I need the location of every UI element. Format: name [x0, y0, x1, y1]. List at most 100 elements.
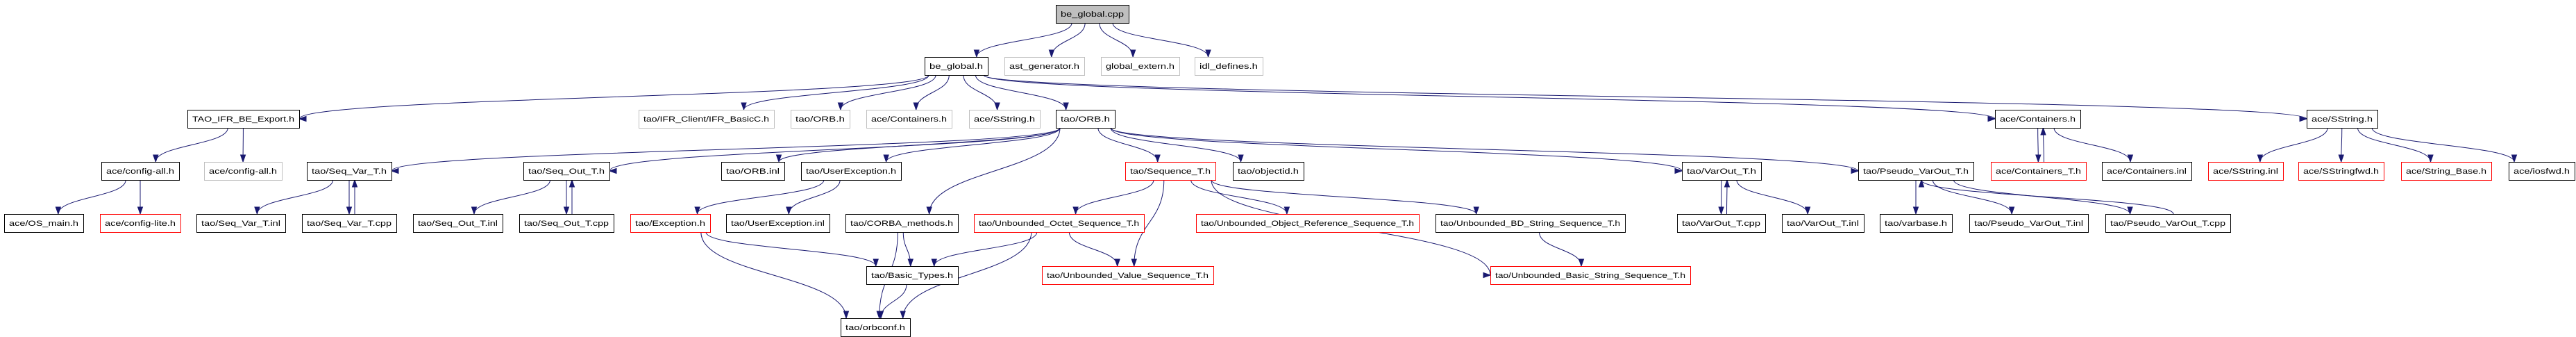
node-label: ace/Containers.h	[871, 115, 947, 124]
node-tao-userexception-h[interactable]: tao/UserException.h	[801, 162, 902, 181]
node-tao-orb-inl[interactable]: tao/ORB.inl	[721, 162, 785, 181]
node-ace-string-base-h[interactable]: ace/String_Base.h	[2401, 162, 2492, 181]
node-tao-varbase-h[interactable]: tao/varbase.h	[1880, 214, 1953, 233]
edge-tao-exception-h-to-tao-orbconf-h	[700, 231, 847, 319]
node-tao-corba-methods-h[interactable]: tao/CORBA_methods.h	[845, 214, 959, 233]
edge-tao-unbounded-octet-sequence-t-h-to-tao-orbconf-h	[902, 231, 1032, 319]
node-tao-seq-out-t-h[interactable]: tao/Seq_Out_T.h	[523, 162, 610, 181]
edge-tao-pseudo-varout-t-h-to-tao-pseudo-varout-t-cpp	[1953, 179, 2131, 215]
edge-ace-config-all-h-to-ace-os-main-h	[58, 179, 126, 215]
node-tao-unbounded-basic-string-sequence-t-h[interactable]: tao/Unbounded_Basic_String_Sequence_T.h	[1490, 266, 1691, 285]
edge-be-global-h-to-ace-containers-h	[983, 74, 1996, 120]
node-ace-containers-inl[interactable]: ace/Containers.inl	[2102, 162, 2192, 181]
node-label: ace/OS_main.h	[9, 220, 78, 228]
node-be-global-cpp[interactable]: be_global.cpp	[1056, 5, 1129, 24]
node-tao-varout-t-cpp[interactable]: tao/VarOut_T.cpp	[1677, 214, 1766, 233]
node-tao-ifr-be-export-h[interactable]: TAO_IFR_BE_Export.h	[187, 110, 300, 129]
node-label: be_global.cpp	[1061, 10, 1124, 19]
node-tao-sequence-t-h[interactable]: tao/Sequence_T.h	[1125, 162, 1216, 181]
node-ace-containers-t-h[interactable]: ace/Containers_T.h	[1991, 162, 2087, 181]
node-ace-config-lite-h[interactable]: ace/config-lite.h	[100, 214, 181, 233]
edge-tao-orb-h-to-tao-userexception-h	[886, 127, 1061, 163]
node-tao-pseudo-varout-t-cpp[interactable]: tao/Pseudo_VarOut_T.cpp	[2105, 214, 2231, 233]
node-tao-seq-var-t-h[interactable]: tao/Seq_Var_T.h	[307, 162, 392, 181]
arrowhead-icon	[1851, 167, 1860, 174]
node-tao-pseudo-varout-t-inl[interactable]: tao/Pseudo_VarOut_T.inl	[1969, 214, 2089, 233]
edge-tao-userexception-h-to-tao-exception-h	[697, 179, 825, 215]
node-global-extern-h[interactable]: global_extern.h	[1101, 57, 1180, 76]
node-tao-varout-t-h[interactable]: tao/VarOut_T.h	[1682, 162, 1762, 181]
edge-be-global-h-to-ace-sstring-h	[983, 74, 2307, 120]
node-ace-config-all-h[interactable]: ace/config-all.h	[101, 162, 180, 181]
node-ace-containers-h[interactable]: ace/Containers.h	[1995, 110, 2081, 129]
edge-tao-orb-h-to-tao-pseudo-varout-t-h	[1110, 127, 1859, 172]
node-label: ace/config-all.h	[209, 167, 277, 176]
node-tao-unbounded-octet-sequence-t-h[interactable]: tao/Unbounded_Octet_Sequence_T.h	[974, 214, 1145, 233]
node-tao-seq-var-t-inl[interactable]: tao/Seq_Var_T.inl	[196, 214, 286, 233]
node-box	[1880, 214, 1953, 233]
node-label: tao/Basic_Types.h	[871, 272, 953, 280]
node-label: tao/Unbounded_Value_Sequence_T.h	[1047, 272, 1209, 280]
arrowhead-icon	[1205, 49, 1211, 58]
node-tao-seq-var-t-cpp[interactable]: tao/Seq_Var_T.cpp	[302, 214, 397, 233]
node-tao-basic-types-h[interactable]: tao/Basic_Types.h	[866, 266, 959, 285]
node-label: ace/SStringfwd.h	[2303, 167, 2379, 176]
node-ace-sstring-inl[interactable]: ace/SString.inl	[2208, 162, 2284, 181]
node-ace-sstring-h[interactable]: ace/SString.h	[2307, 110, 2378, 129]
arrowhead-icon	[1048, 49, 1055, 58]
node-be-global-h[interactable]: be_global.h	[925, 57, 988, 76]
edge-be-global-h-to-tao-orb-h	[840, 74, 936, 110]
node-ace-sstring-h[interactable]: ace/SString.h	[969, 110, 1041, 129]
node-ast-generator-h[interactable]: ast_generator.h	[1004, 57, 1085, 76]
node-tao-seq-out-t-inl[interactable]: tao/Seq_Out_T.inl	[413, 214, 503, 233]
node-idl-defines-h[interactable]: idl_defines.h	[1195, 57, 1263, 76]
edge-tao-ifr-be-export-h-to-ace-config-all-h	[155, 127, 228, 163]
arrowhead-icon	[786, 206, 792, 215]
node-ace-containers-h[interactable]: ace/Containers.h	[866, 110, 952, 129]
edge-tao-pseudo-varout-t-h-to-tao-pseudo-varout-t-inl	[1932, 179, 2012, 215]
node-box	[4, 214, 84, 233]
arrowhead-icon	[883, 154, 889, 163]
node-box	[1196, 214, 1420, 233]
edge-tao-orb-h-to-tao-orb-inl	[778, 127, 1061, 163]
node-label: tao/Pseudo_VarOut_T.inl	[1974, 220, 2083, 228]
node-label: tao/Pseudo_VarOut_T.h	[1863, 167, 1969, 176]
node-label: ace/Containers.h	[2000, 115, 2076, 124]
arrowhead-icon	[2511, 154, 2518, 163]
arrowhead-icon	[994, 102, 1000, 111]
node-tao-ifr-client-ifr-basicc-h[interactable]: tao/IFR_Client/IFR_BasicC.h	[639, 110, 775, 129]
node-tao-seq-out-t-cpp[interactable]: tao/Seq_Out_T.cpp	[519, 214, 614, 233]
node-tao-orb-h[interactable]: tao/ORB.h	[791, 110, 850, 129]
node-ace-sstringfwd-h[interactable]: ace/SStringfwd.h	[2298, 162, 2384, 181]
node-tao-unbounded-object-reference-sequence-t-h[interactable]: tao/Unbounded_Object_Reference_Sequence_…	[1196, 214, 1420, 233]
arrowhead-icon	[1473, 206, 1479, 215]
arrowhead-icon	[608, 167, 617, 174]
node-ace-os-main-h[interactable]: ace/OS_main.h	[4, 214, 84, 233]
arrowhead-icon	[2427, 154, 2434, 163]
node-tao-userexception-inl[interactable]: tao/UserException.inl	[726, 214, 830, 233]
node-label: tao/UserException.h	[806, 167, 896, 176]
edge-tao-sequence-t-h-to-tao-unbounded-object-reference-sequence-t-h	[1190, 179, 1288, 215]
node-tao-exception-h[interactable]: tao/Exception.h	[630, 214, 711, 233]
edge-be-global-cpp-to-be-global-h	[976, 22, 1072, 58]
node-tao-orbconf-h[interactable]: tao/orbconf.h	[841, 318, 911, 337]
arrowhead-icon	[694, 206, 700, 215]
arrowhead-icon	[1912, 206, 1919, 215]
node-label: tao/Seq_Out_T.h	[528, 167, 605, 176]
arrowhead-icon	[1918, 179, 1925, 188]
node-tao-unbounded-value-sequence-t-h[interactable]: tao/Unbounded_Value_Sequence_T.h	[1042, 266, 1214, 285]
node-label: ace/iosfwd.h	[2514, 167, 2570, 176]
node-ace-config-all-h[interactable]: ace/config-all.h	[204, 162, 283, 181]
node-tao-orb-h[interactable]: tao/ORB.h	[1056, 110, 1116, 129]
arrowhead-icon	[775, 154, 782, 163]
arrowhead-icon	[1674, 167, 1683, 174]
arrowhead-icon	[55, 206, 62, 215]
node-ace-iosfwd-h[interactable]: ace/iosfwd.h	[2509, 162, 2575, 181]
node-tao-unbounded-bd-string-sequence-t-h[interactable]: tao/Unbounded_BD_String_Sequence_T.h	[1436, 214, 1626, 233]
arrowhead-icon	[1114, 258, 1120, 268]
node-tao-pseudo-varout-t-h[interactable]: tao/Pseudo_VarOut_T.h	[1858, 162, 1974, 181]
node-tao-objectid-h[interactable]: tao/objectid.h	[1233, 162, 1304, 181]
node-box	[519, 214, 614, 233]
node-box	[1991, 162, 2087, 181]
node-tao-varout-t-inl[interactable]: tao/VarOut_T.inl	[1782, 214, 1864, 233]
